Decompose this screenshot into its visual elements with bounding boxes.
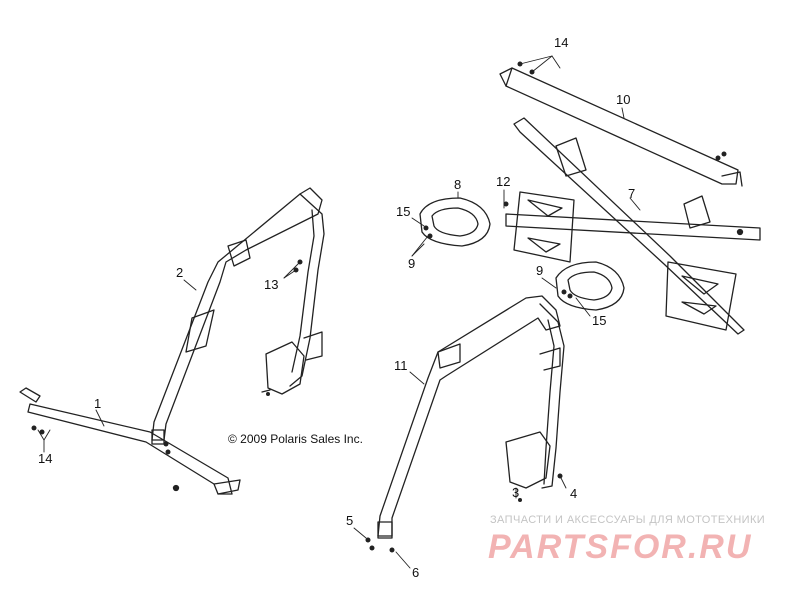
part-8-mirror (419, 197, 491, 247)
part-1-front-bar (19, 387, 241, 495)
callout-14-left: 14 (38, 451, 53, 466)
callout-7: 7 (628, 186, 636, 201)
fasteners (31, 61, 727, 553)
part-7-rear-brace (505, 117, 761, 335)
callout-6: 6 (412, 565, 420, 580)
watermark-logo: PARTSFOR.RU (488, 528, 753, 566)
watermark-tagline: ЗАПЧАСТИ И АКСЕССУАРЫ ДЛЯ МОТОТЕХНИКИ (490, 514, 766, 526)
callout-8: 8 (454, 177, 462, 192)
callout-11: 11 (394, 358, 408, 373)
callout-14-top: 14 (554, 35, 569, 50)
callout-13: 13 (264, 277, 279, 292)
callout-9-right: 9 (536, 263, 544, 278)
callout-15-right: 15 (592, 313, 607, 328)
callout-1: 1 (94, 396, 102, 411)
callout-10: 10 (616, 92, 631, 107)
callout-4: 4 (570, 486, 578, 501)
callout-5: 5 (346, 513, 354, 528)
callout-9-left: 9 (408, 256, 416, 271)
part-11-right-hoop (377, 295, 565, 539)
part-10-upper-bar (499, 67, 743, 187)
callout-12: 12 (496, 174, 511, 189)
callout-2: 2 (176, 265, 184, 280)
callout-15-left: 15 (396, 204, 411, 219)
copyright-notice: © 2009 Polaris Sales Inc. (228, 432, 363, 446)
part-9-mirror (555, 261, 625, 311)
callout-3: 3 (512, 485, 520, 500)
leader-lines (37, 55, 641, 569)
part-2-left-hoop (151, 187, 325, 445)
